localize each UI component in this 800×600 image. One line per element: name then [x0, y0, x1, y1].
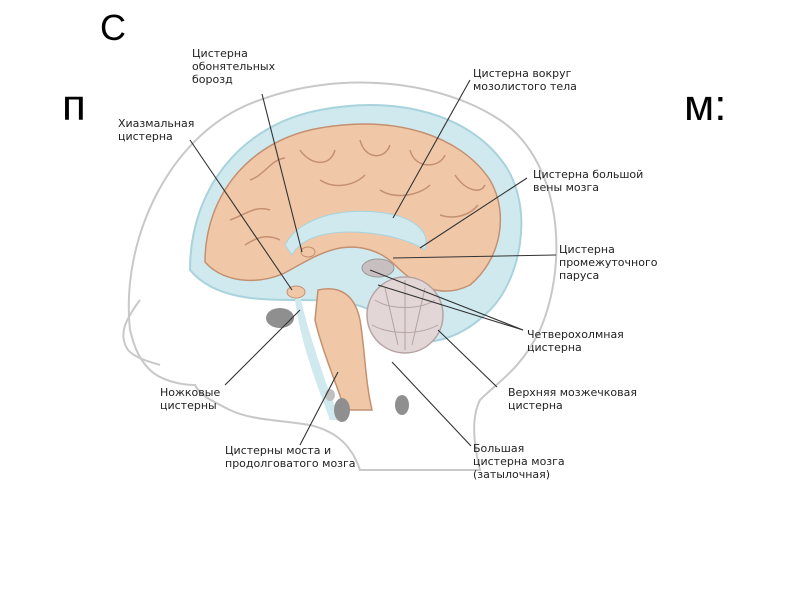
label-velum-cistern: Цистерна промежуточного паруса	[559, 243, 658, 282]
sinus-blob-1	[266, 308, 294, 328]
label-chiasmal-cistern: Хиазмальная цистерна	[118, 117, 195, 143]
chiasm-nodule	[286, 285, 306, 299]
label-superior-cerebellar-cistern: Верхняя мозжечковая цистерна	[508, 386, 637, 412]
sinus-blob-3	[395, 395, 409, 415]
corpus-callosum-gap	[284, 210, 427, 256]
slide-title-fragment-right: м:	[684, 81, 727, 130]
leader-lines	[189, 79, 557, 447]
label-olfactory-cistern: Цистерна обонятельных борозд	[192, 47, 276, 86]
gyri-lines	[229, 139, 486, 246]
face-profile	[122, 299, 161, 366]
csf-brainstem	[295, 295, 340, 420]
label-peduncular-cisterns: Ножковые цистерны	[160, 386, 221, 412]
label-callosal-cistern: Цистерна вокруг мозолистого тела	[473, 67, 577, 93]
cerebellum-folia	[371, 280, 439, 350]
brainstem	[314, 288, 373, 411]
label-cisterna-magna: Большая цистерна мозга (затылочная)	[473, 442, 565, 481]
slide-title-fragment-top: С	[100, 7, 126, 48]
olfactory-nodule	[300, 246, 316, 258]
velum-structure	[361, 258, 395, 278]
slide-title-fragment-left: п	[62, 81, 86, 130]
sinus-blob-2	[334, 398, 350, 422]
cerebrum	[204, 123, 502, 292]
label-pons-medulla-cisterns: Цистерны моста и продолговатого мозга	[225, 444, 356, 470]
label-quadrigeminal-cistern: Четверохолмная цистерна	[527, 328, 624, 354]
label-great-vein-cistern: Цистерна большой вены мозга	[533, 168, 644, 194]
